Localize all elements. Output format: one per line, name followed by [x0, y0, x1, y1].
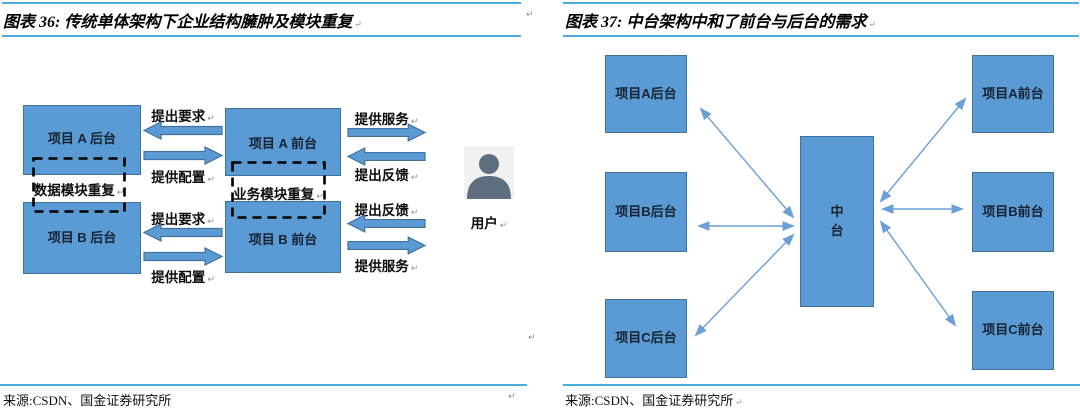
node-project-b-frontend: 项目 B 前台: [225, 201, 341, 273]
figure36-bottom-rule: [0, 384, 527, 386]
node-label: 项目A后台: [615, 85, 677, 101]
paragraph-mark: ↵: [526, 9, 534, 19]
node-label: 项目 A 前台: [248, 136, 318, 151]
paragraph-mark: ↵: [207, 113, 215, 123]
node-label: 项目A前台: [982, 85, 1044, 101]
block-arrow-right-b-config: [143, 247, 224, 266]
paragraph-mark: ↵: [499, 220, 508, 230]
paragraph-mark: ↵: [354, 19, 362, 29]
node-middle-platform: 中台: [800, 136, 874, 307]
label-text: 用户: [470, 216, 498, 231]
node-label: 项目C前台: [982, 322, 1044, 338]
edge-label-b-request: 提出要求↵: [143, 208, 223, 228]
figure36-source: 来源:CSDN、国金证券研究所: [3, 390, 171, 409]
node-project-a-backend-37: 项目A后台: [605, 55, 687, 133]
node-label: 项目C后台: [615, 330, 677, 346]
user-icon: [464, 146, 514, 199]
edge-label-a-feedback: 提出反馈↵: [347, 164, 426, 184]
paragraph-mark: ↵: [116, 187, 125, 197]
label-business-module-duplicate: 业务模块重复↵: [225, 183, 332, 203]
node-label: 项目B后台: [615, 203, 677, 219]
edge-label-b-config: 提供配置↵: [143, 266, 223, 286]
label-text: 提出反馈: [354, 203, 409, 218]
node-label: 中台: [830, 203, 844, 238]
figure37-title-underline: [563, 35, 1079, 37]
node-label: 项目 B 后台: [47, 229, 117, 245]
node-project-b-backend-37: 项目B后台: [605, 172, 687, 252]
node-label: 项目B前台: [982, 203, 1044, 219]
edge-a-backend-middle: [699, 107, 795, 219]
block-arrow-left-a-request: [142, 121, 223, 140]
paragraph-mark: ↵: [316, 191, 324, 201]
label-text: 提出要求: [151, 109, 206, 124]
figure36-title: 图表 36: 传统单体架构下企业结构臃肿及模块重复↵: [3, 8, 362, 32]
edge-label-b-serve: 提供服务↵: [347, 255, 426, 275]
block-arrow-right-a-serve: [347, 123, 427, 142]
dashed-box-data-module: [32, 157, 126, 213]
label-text: 提供服务: [354, 259, 409, 274]
node-project-b-frontend-37: 项目B前台: [972, 172, 1054, 252]
figure37-top-rule: [563, 2, 1079, 4]
edge-label-a-config: 提供配置↵: [143, 166, 223, 186]
source-text: 来源:CSDN、国金证券研究所: [565, 393, 734, 408]
dashed-box-business-module: [231, 161, 326, 219]
block-arrow-right-b-serve: [347, 236, 427, 255]
label-data-module-duplicate: 数据模块重复↵: [26, 179, 132, 199]
paragraph-mark: ↵: [508, 391, 516, 401]
edge-c-backend-middle: [694, 233, 795, 337]
paragraph-mark: ↵: [207, 216, 215, 226]
node-label: 项目 A 后台: [47, 131, 117, 146]
block-arrow-left-a-feedback: [346, 147, 426, 166]
paragraph-mark: ↵: [410, 172, 419, 182]
paragraph-mark: ↵: [735, 397, 743, 407]
paragraph-mark: ↵: [207, 274, 215, 284]
label-text: 提供配置: [151, 270, 206, 285]
edge-middle-c-frontend: [879, 220, 957, 327]
edge-label-a-serve: 提供服务↵: [347, 108, 426, 128]
edge-label-a-request: 提出要求↵: [143, 105, 223, 125]
label-text: 业务模块重复: [233, 187, 315, 202]
edge-middle-a-frontend: [879, 97, 967, 203]
node-project-c-backend-37: 项目C后台: [605, 299, 687, 378]
source-text: 来源:CSDN、国金证券研究所: [3, 393, 172, 408]
node-project-a-frontend: 项目 A 前台: [225, 108, 341, 176]
figure36-title-underline: [2, 35, 521, 37]
paragraph-mark: ↵: [410, 207, 419, 217]
node-project-c-frontend-37: 项目C前台: [972, 291, 1054, 370]
block-arrow-left-b-request: [142, 223, 223, 242]
node-project-a-backend: 项目 A 后台: [23, 105, 141, 175]
block-arrow-left-b-feedback: [346, 214, 426, 233]
label-text: 数据模块重复: [33, 183, 115, 198]
paragraph-mark: ↵: [528, 332, 536, 342]
paragraph-mark: ↵: [868, 19, 876, 29]
label-text: 提供服务: [354, 112, 409, 127]
label-text: 提出反馈: [354, 168, 409, 183]
figure37-title-text: 图表 37: 中台架构中和了前台与后台的需求: [565, 14, 867, 31]
figure37-source: 来源:CSDN、国金证券研究所↵: [565, 390, 743, 409]
node-project-b-backend: 项目 B 后台: [23, 202, 141, 274]
label-text: 提出要求: [151, 212, 206, 227]
block-arrow-right-a-config: [143, 146, 224, 165]
paragraph-mark: ↵: [410, 263, 419, 273]
label-user: 用户↵: [452, 212, 526, 232]
figure37-bottom-rule: [563, 384, 1080, 386]
node-label: 项目 B 前台: [248, 232, 318, 248]
edge-label-b-feedback: 提出反馈↵: [347, 199, 426, 219]
paragraph-mark: ↵: [207, 174, 215, 184]
figure36-title-text: 图表 36: 传统单体架构下企业结构臃肿及模块重复: [3, 14, 353, 31]
paragraph-mark: ↵: [410, 116, 419, 126]
figure37-title: 图表 37: 中台架构中和了前台与后台的需求↵: [565, 8, 876, 32]
figure36-top-rule: [2, 2, 521, 4]
node-project-a-frontend-37: 项目A前台: [972, 55, 1054, 133]
label-text: 提供配置: [151, 170, 206, 185]
